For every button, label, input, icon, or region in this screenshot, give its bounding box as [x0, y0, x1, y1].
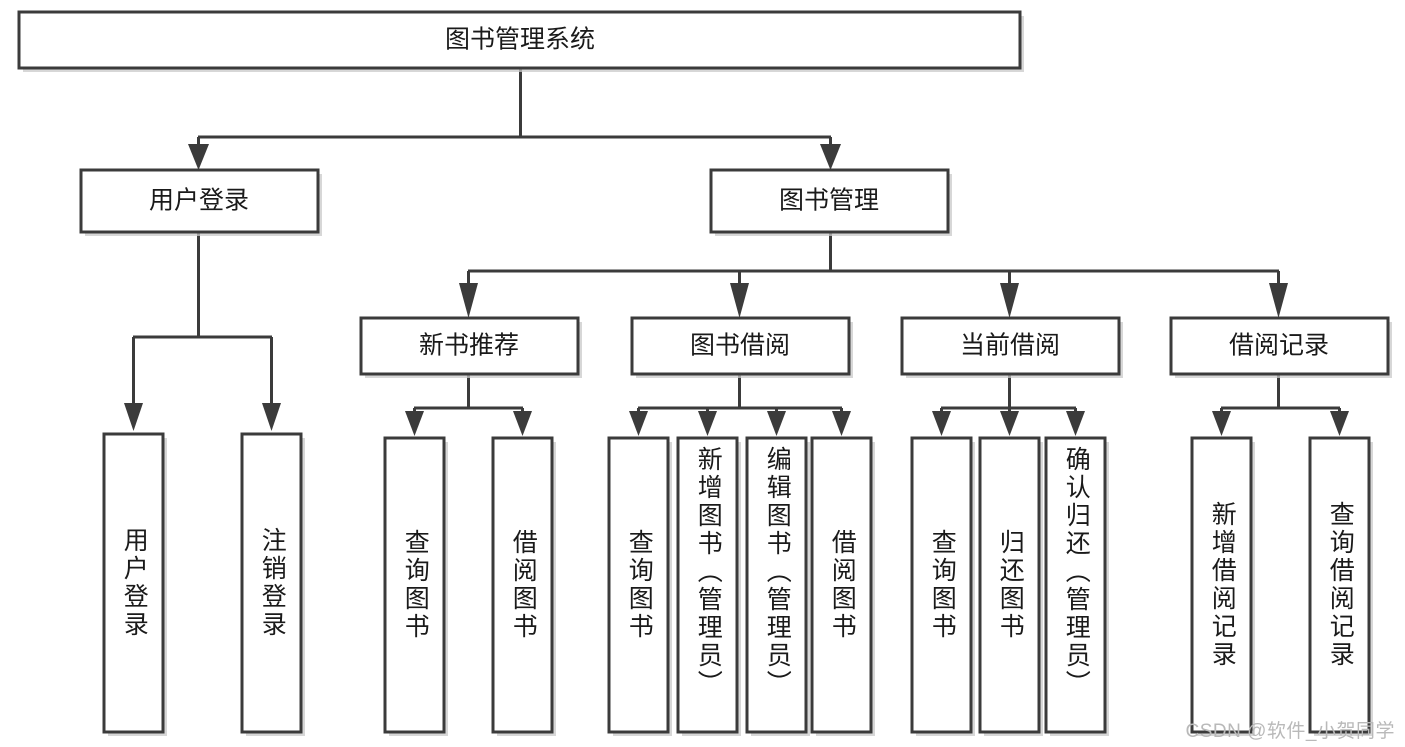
arrow-to-borrow-record [1269, 283, 1288, 318]
arrow-to-book-borrow [730, 283, 749, 318]
leaf-rect [383, 436, 446, 734]
leaf-current-borrow-2[interactable] [1044, 436, 1109, 736]
leaf-rect [1308, 436, 1371, 734]
arrow-leaf-book-borrow-3 [832, 411, 851, 436]
leaf-current-borrow-1[interactable] [978, 436, 1043, 736]
root-label: 图书管理系统 [445, 26, 595, 54]
book-manage-rect [709, 168, 950, 234]
connectors-group [124, 68, 1349, 436]
leaf-rect [676, 436, 739, 734]
arrow-to-book-manage [820, 144, 841, 170]
arrow-leaf-book-borrow-1 [698, 411, 717, 436]
leaf-rect [978, 436, 1041, 734]
new-book-recommend-label: 新书推荐 [419, 332, 519, 360]
leaf-book-borrow-2[interactable] [745, 436, 810, 736]
leaf-user-login-0[interactable] [102, 432, 167, 736]
arrow-to-user-login [188, 144, 209, 170]
arrow-to-new-book-recommend [459, 283, 478, 318]
leaf-borrow-record-0[interactable] [1190, 436, 1255, 736]
arrow-leaf-new-book-0 [405, 411, 424, 436]
borrow-record-rect [1169, 316, 1390, 376]
arrow-leaf-borrow-record-0 [1212, 411, 1231, 436]
current-borrow-rect [900, 316, 1121, 376]
arrow-leaf-borrow-record-1 [1330, 411, 1349, 436]
node-new-book-recommend[interactable]: 新书推荐 [359, 316, 582, 378]
leaf-rect [240, 432, 303, 734]
arrow-leaf-book-borrow-2 [767, 411, 786, 436]
leaf-borrow-record-1[interactable] [1308, 436, 1373, 736]
book-manage-label: 图书管理 [779, 187, 879, 215]
leaf-rect [491, 436, 554, 734]
arrow-leaf-user-login-0 [124, 403, 143, 431]
current-borrow-label: 当前借阅 [960, 332, 1060, 360]
book-borrow-rect [630, 316, 851, 376]
leaf-rect [607, 436, 670, 734]
node-current-borrow[interactable]: 当前借阅 [900, 316, 1123, 378]
arrow-leaf-new-book-1 [513, 411, 532, 436]
arrow-leaf-current-borrow-0 [932, 411, 951, 436]
arrow-leaf-book-borrow-0 [629, 411, 648, 436]
node-user-login[interactable]: 用户登录 [79, 168, 322, 236]
leaf-book-borrow-0[interactable] [607, 436, 672, 736]
leaf-rect [102, 432, 165, 734]
leaf-current-borrow-0[interactable] [910, 436, 975, 736]
node-root[interactable]: 图书管理系统 [17, 10, 1024, 72]
arrow-leaf-current-borrow-1 [1000, 411, 1019, 436]
arrow-leaf-user-login-1 [262, 403, 281, 431]
leaf-rect [745, 436, 808, 734]
user-login-rect [79, 168, 320, 234]
root-rect [17, 10, 1022, 70]
arrow-leaf-current-borrow-2 [1066, 411, 1085, 436]
leaf-rect [910, 436, 973, 734]
leaf-book-borrow-1[interactable] [676, 436, 741, 736]
csdn-watermark: CSDN @软件_小贺同学 [1185, 721, 1395, 742]
book-borrow-label: 图书借阅 [690, 332, 790, 360]
leaf-new-book-recommend-0[interactable] [383, 436, 448, 736]
node-borrow-record[interactable]: 借阅记录 [1169, 316, 1392, 378]
user-login-label: 用户登录 [149, 187, 249, 215]
leaf-rect [1190, 436, 1253, 734]
new-book-recommend-rect [359, 316, 580, 376]
node-book-borrow[interactable]: 图书借阅 [630, 316, 853, 378]
leaf-book-borrow-3[interactable] [810, 436, 875, 736]
leaf-new-book-recommend-1[interactable] [491, 436, 556, 736]
leaf-user-login-1[interactable] [240, 432, 305, 736]
leaf-rect [810, 436, 873, 734]
arrow-to-current-borrow [1000, 283, 1019, 318]
leaf-rect [1044, 436, 1107, 734]
borrow-record-label: 借阅记录 [1229, 332, 1329, 360]
node-book-manage[interactable]: 图书管理 [709, 168, 952, 236]
